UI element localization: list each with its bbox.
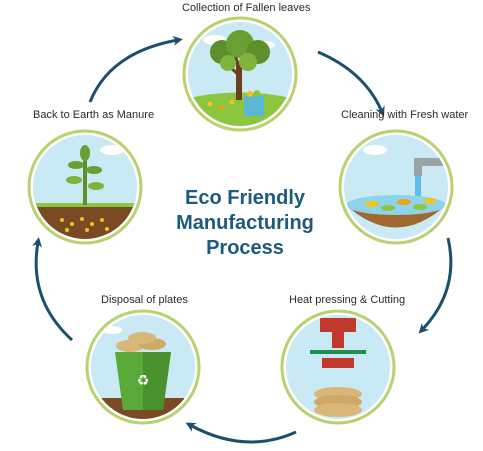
step-label-disposal: Disposal of plates — [101, 294, 188, 306]
diagram-title: Eco Friendly Manufacturing Process — [150, 186, 340, 261]
title-line-1: Eco Friendly — [184, 187, 306, 209]
step-label-collection: Collection of Fallen leaves — [182, 2, 311, 14]
step-label-cleaning: Cleaning with Fresh water — [341, 109, 469, 121]
title-line-3: Process — [206, 237, 284, 259]
step-2-illustration — [338, 129, 454, 245]
title-line-2: Manufacturing — [176, 212, 314, 234]
step-3-illustration — [280, 309, 396, 425]
step-label-back-to-earth: Back to Earth as Manure — [33, 109, 155, 121]
svg-text:♻: ♻ — [137, 373, 150, 389]
step-label-heat-pressing: Heat pressing & Cutting — [289, 294, 406, 306]
arrow-5-to-1 — [88, 35, 183, 103]
arrow-1-to-2 — [317, 50, 385, 117]
step-5-illustration — [27, 129, 143, 245]
step-1-illustration — [182, 16, 298, 132]
step-4-illustration: ♻ — [85, 309, 201, 425]
arrow-3-to-4 — [185, 422, 297, 444]
arrow-2-to-3 — [418, 237, 453, 334]
arrow-4-to-5 — [32, 237, 74, 342]
